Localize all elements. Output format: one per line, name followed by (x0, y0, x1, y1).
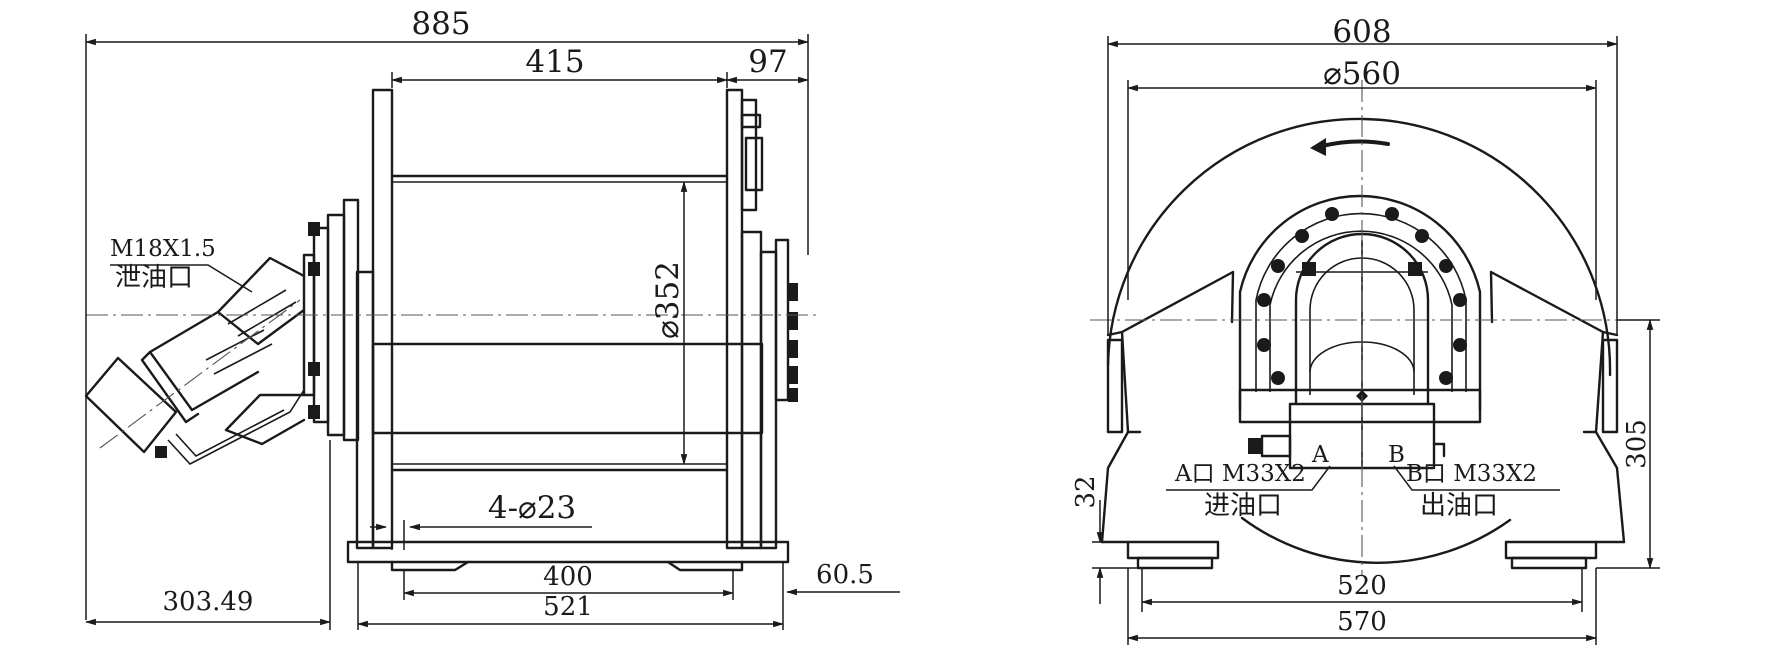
drain-thread-text: M18X1.5 (110, 236, 216, 262)
dim-motor-overhang: 303.49 (84, 440, 332, 630)
right-flange (725, 88, 790, 550)
end-feet (1100, 540, 1626, 570)
dim-305-text: 305 (1622, 419, 1652, 469)
dim-drum-diameter: ⌀352 (650, 180, 688, 466)
port-b-label: B口 M33X2 (1406, 461, 1537, 487)
side-view: 885 415 97 ⌀352 303.49 (84, 6, 900, 630)
dim-303-text: 303.49 (163, 587, 254, 617)
dim-base-width: 570 (1126, 568, 1598, 645)
dim-overall-width: 608 (1106, 14, 1619, 335)
dim-415-text: 415 (525, 44, 584, 80)
drain-label-text: 泄油口 (115, 263, 193, 293)
dim-hole-spacing: 400 (402, 562, 735, 600)
motor-axis (99, 299, 301, 449)
port-a-label: A口 M33X2 (1174, 461, 1306, 487)
dim-right-offset: 97 (725, 44, 810, 84)
port-b-callout: B口 M33X2 出油口 B (1388, 442, 1560, 521)
port-b-letter: B (1388, 442, 1405, 468)
dim-400-text: 400 (543, 562, 593, 592)
dim-521-text: 521 (543, 592, 593, 622)
drain-port-callout: M18X1.5 泄油口 (110, 236, 253, 293)
dim-base-offset: 60.5 (785, 560, 900, 596)
hub-assembly (1238, 194, 1482, 470)
right-bolts (788, 283, 798, 402)
dim-mount-holes: 4-⌀23 (370, 490, 592, 550)
dim-foot-height: 32 (1071, 475, 1138, 604)
dim-drum-length: 415 (390, 44, 729, 88)
dim-520-text: 520 (1337, 571, 1387, 601)
dim-605-text: 60.5 (816, 560, 874, 590)
dim-overall-length: 885 (84, 6, 810, 620)
dim-570-text: 570 (1337, 607, 1387, 637)
port-a-callout: A口 M33X2 进油口 A (1166, 442, 1331, 521)
flange-circle (1106, 117, 1612, 564)
port-a-letter: A (1311, 442, 1329, 468)
dim-holes-text: 4-⌀23 (488, 490, 576, 526)
dim-885-text: 885 (411, 6, 470, 42)
dim-base-length: 521 (356, 562, 785, 630)
dim-352-text: ⌀352 (650, 261, 686, 339)
dim-foot-spacing: 520 (1140, 568, 1584, 612)
dim-608-text: 608 (1332, 14, 1391, 50)
end-frame (1100, 270, 1626, 544)
port-b-desc: 出油口 (1420, 491, 1498, 521)
dim-32-text: 32 (1071, 475, 1101, 508)
rotation-arrow (1310, 138, 1390, 156)
port-a-desc: 进油口 (1204, 491, 1282, 521)
drum-body (371, 174, 764, 472)
end-view: 608 ⌀560 520 570 305 (1071, 14, 1660, 645)
left-flange (342, 88, 394, 550)
base-frame (346, 540, 790, 572)
dim-center-height: 305 (1596, 318, 1660, 570)
dim-97-text: 97 (748, 44, 787, 80)
dim-560-text: ⌀560 (1323, 56, 1401, 92)
hydraulic-motor (84, 213, 346, 465)
dim-flange-diameter: ⌀560 (1126, 56, 1598, 300)
